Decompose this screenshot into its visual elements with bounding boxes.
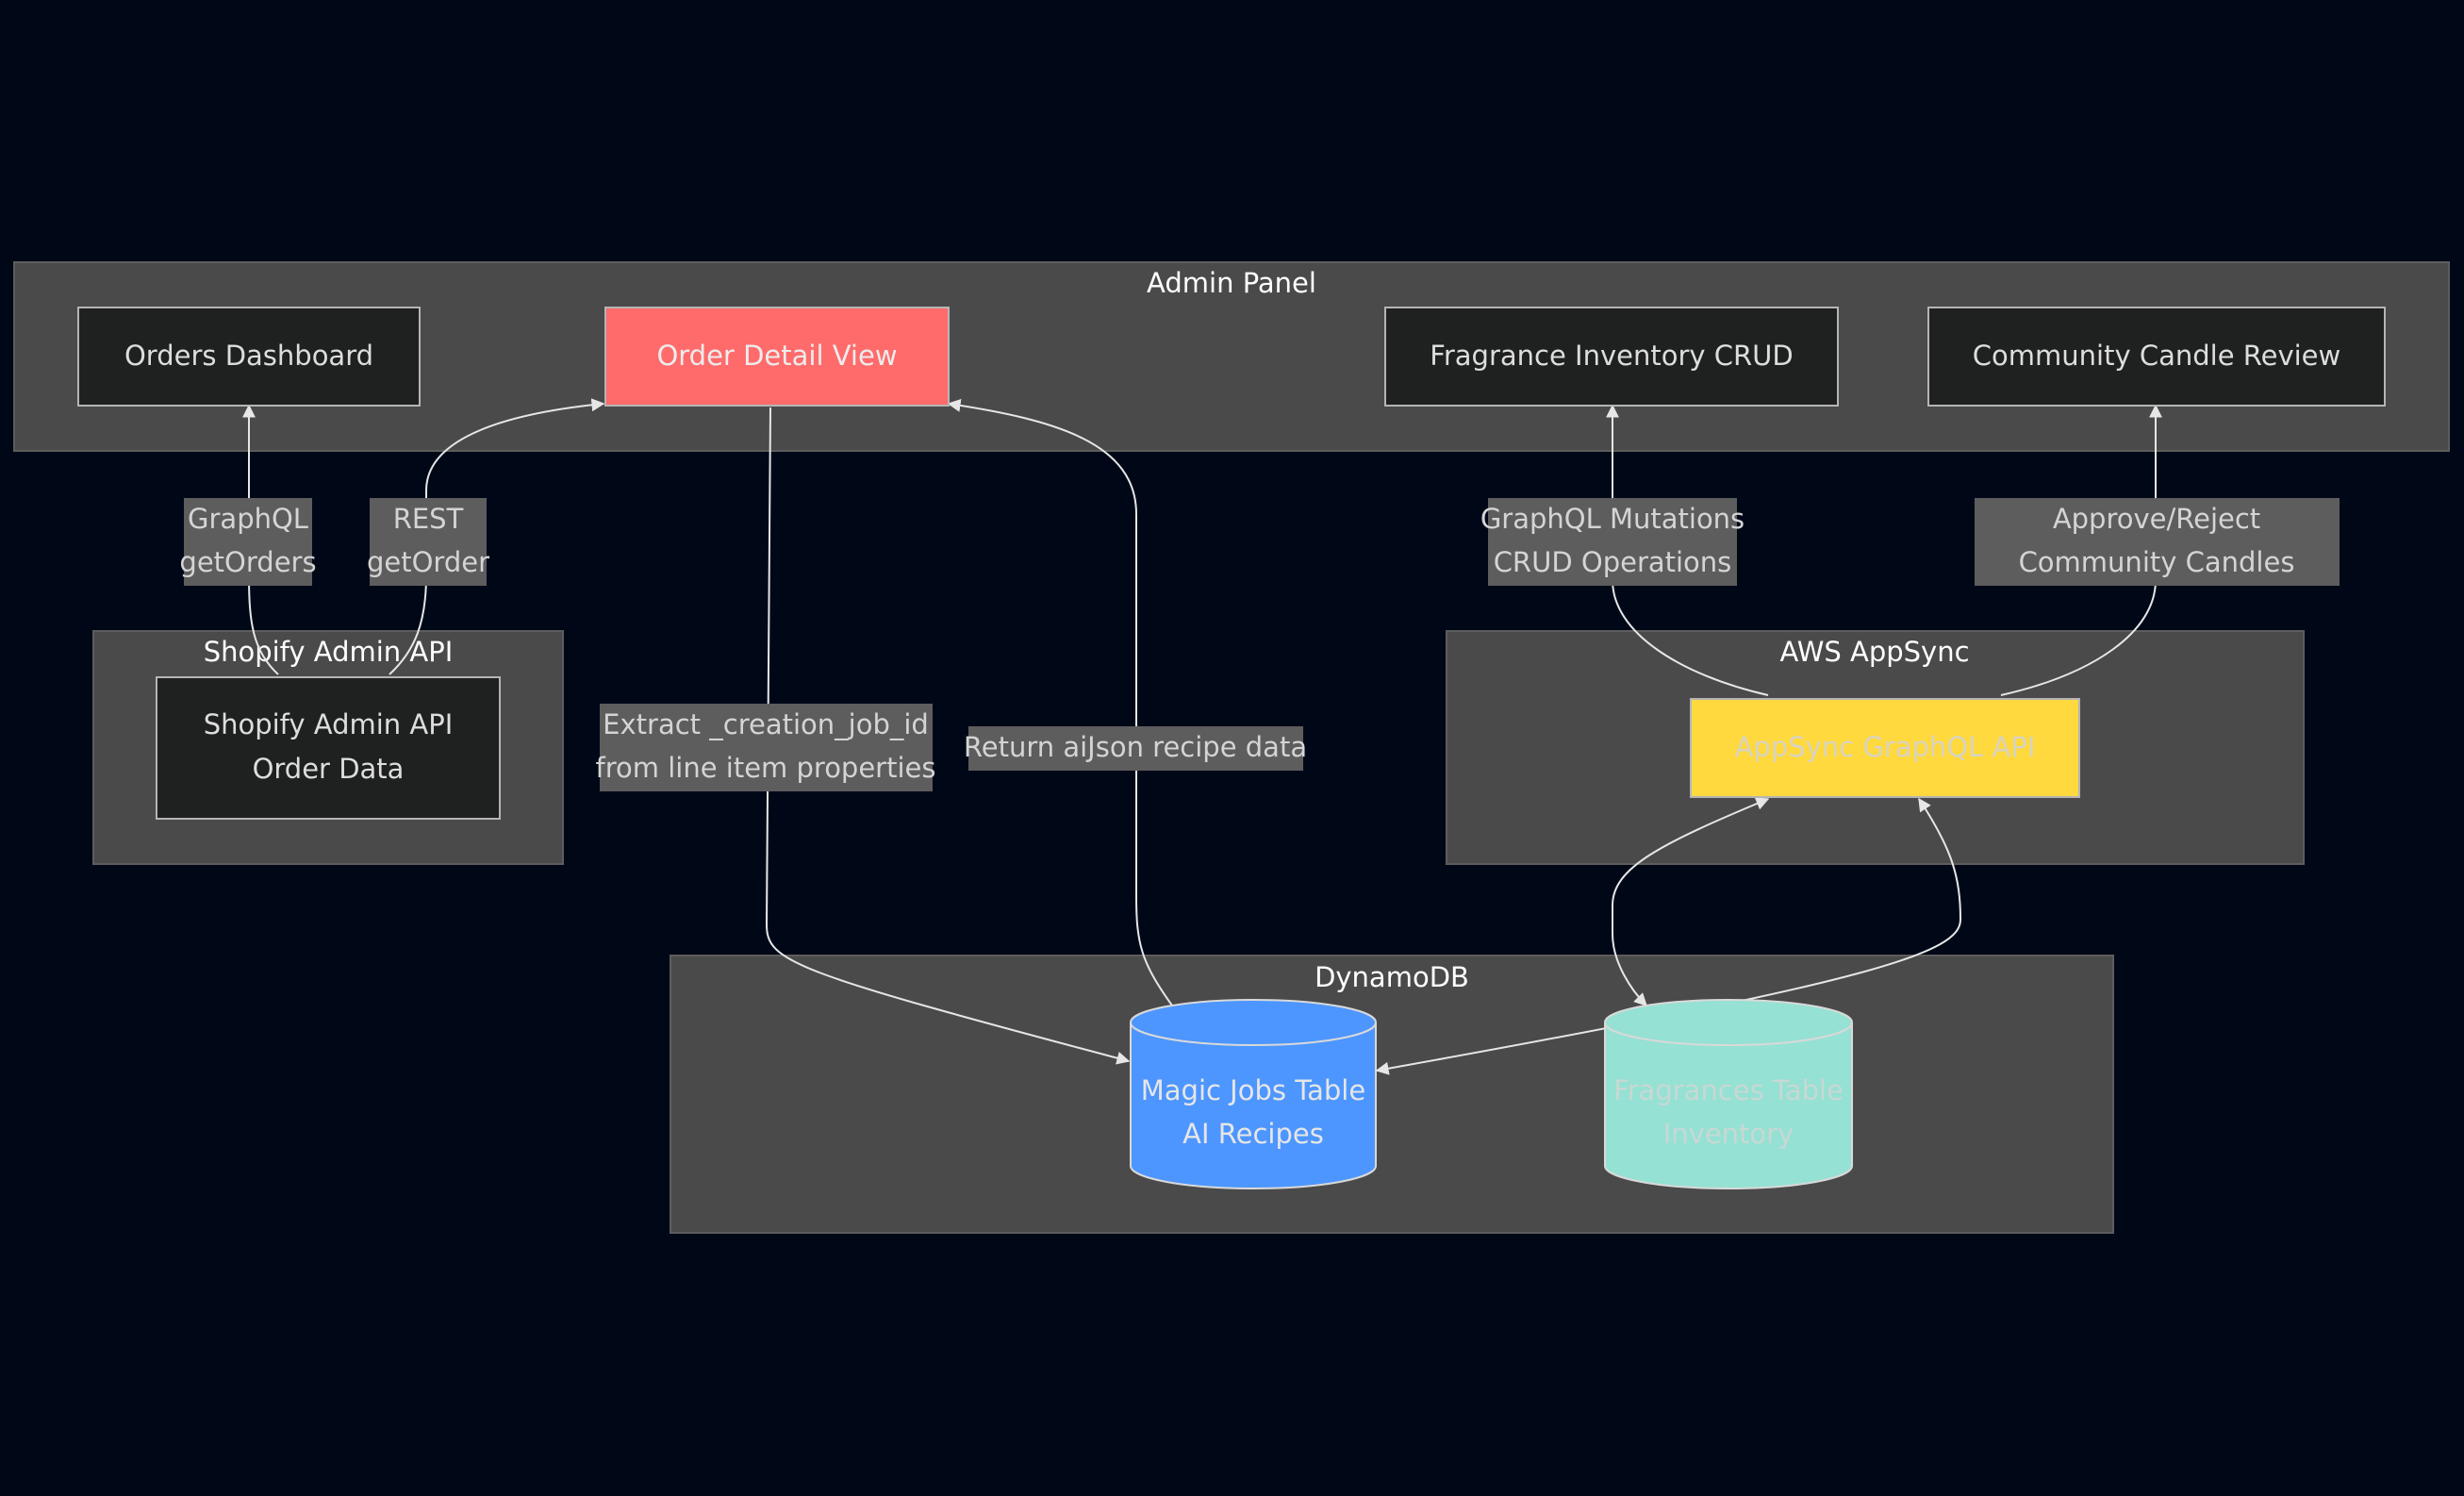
node-fragrance-inventory-crud[interactable]: Fragrance Inventory CRUD bbox=[1384, 307, 1839, 407]
edge-label-line: CRUD Operations bbox=[1494, 546, 1732, 578]
node-label: Shopify Admin API bbox=[204, 708, 454, 740]
edge-label-line: REST bbox=[393, 503, 464, 535]
node-order-detail-view[interactable]: Order Detail View bbox=[604, 307, 950, 407]
cluster-dynamodb: DynamoDB bbox=[670, 955, 2114, 1234]
edge-label-line: from line item properties bbox=[596, 752, 936, 784]
edge-label-line: getOrder bbox=[367, 546, 489, 578]
cluster-admin-panel-title: Admin Panel bbox=[1147, 267, 1316, 299]
edge-appsync-to-community-review bbox=[2000, 404, 2162, 696]
node-label: Order Detail View bbox=[656, 340, 897, 372]
node-label: Community Candle Review bbox=[1973, 340, 2340, 372]
node-label: Inventory bbox=[1663, 1118, 1794, 1150]
edge-order-detail-to-magic-jobs bbox=[765, 407, 1131, 1065]
edge-magic-jobs-to-order-detail bbox=[947, 398, 1173, 1006]
cluster-aws-appsync-title: AWS AppSync bbox=[1779, 636, 1969, 668]
node-community-candle-review[interactable]: Community Candle Review bbox=[1927, 307, 2386, 407]
edge-label-line: Return aiJson recipe data bbox=[964, 731, 1307, 763]
cluster-shopify-admin-api-title: Shopify Admin API bbox=[204, 636, 454, 668]
node-label: Orders Dashboard bbox=[124, 340, 373, 372]
edge-label-line: getOrders bbox=[179, 546, 316, 578]
node-label: Fragrances Table bbox=[1613, 1074, 1844, 1106]
node-label: AppSync GraphQL API bbox=[1735, 731, 2036, 763]
node-shopify-order-data[interactable]: Shopify Admin API Order Data bbox=[156, 676, 501, 820]
cluster-dynamodb-title: DynamoDB bbox=[1315, 961, 1469, 993]
edge-label-line: GraphQL Mutations bbox=[1480, 503, 1745, 535]
edge-label-rest-get-order: REST getOrder bbox=[367, 498, 489, 586]
node-magic-jobs-table[interactable]: Magic Jobs Table AI Recipes bbox=[1130, 999, 1377, 1189]
edge-label-return-ai-json: Return aiJson recipe data bbox=[964, 726, 1307, 771]
edge-appsync-to-fragrance-inventory bbox=[1606, 404, 1769, 696]
node-label: AI Recipes bbox=[1182, 1118, 1324, 1150]
node-label: Fragrance Inventory CRUD bbox=[1430, 340, 1793, 372]
edge-label-line: Community Candles bbox=[2019, 546, 2295, 578]
node-fragrances-table[interactable]: Fragrances Table Inventory bbox=[1604, 999, 1853, 1189]
edge-label-line: Extract _creation_job_id bbox=[603, 708, 929, 740]
edge-label-graphql-get-orders: GraphQL getOrders bbox=[179, 498, 317, 586]
edge-label-line: Approve/Reject bbox=[2053, 503, 2260, 535]
node-label: Magic Jobs Table bbox=[1141, 1074, 1365, 1106]
edge-label-approve-reject: Approve/Reject Community Candles bbox=[1975, 498, 2340, 586]
node-orders-dashboard[interactable]: Orders Dashboard bbox=[77, 307, 421, 407]
node-appsync-graphql-api[interactable]: AppSync GraphQL API bbox=[1690, 698, 2080, 798]
edge-label-line: GraphQL bbox=[188, 503, 308, 535]
edge-label-extract-job-id: Extract _creation_job_id from line item … bbox=[596, 704, 936, 791]
node-label: Order Data bbox=[253, 753, 405, 785]
edge-label-graphql-mutations: GraphQL Mutations CRUD Operations bbox=[1480, 498, 1745, 586]
edge-shopify-to-order-detail bbox=[389, 398, 605, 675]
